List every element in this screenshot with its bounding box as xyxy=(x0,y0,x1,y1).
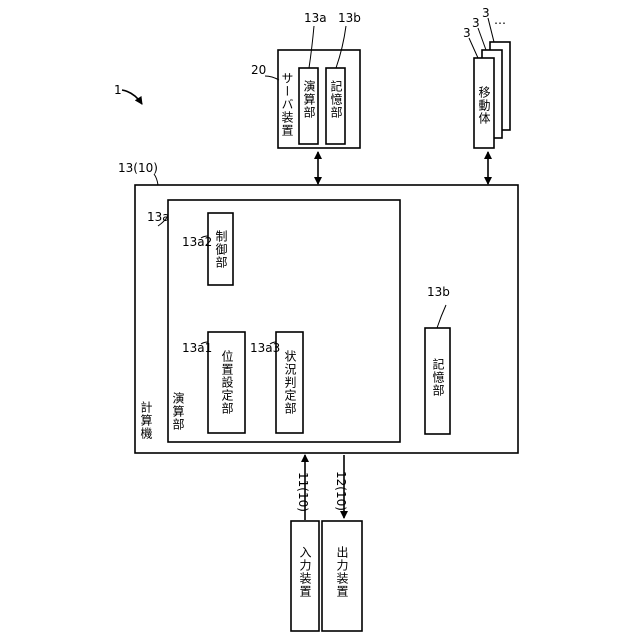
control-label: 制御部 xyxy=(214,230,228,269)
system-ref-label: 1 xyxy=(114,83,122,97)
control-ref: 13a2 xyxy=(182,235,212,249)
mobile-ref-3: 3 xyxy=(482,6,490,20)
output-device-label: 出力装置 xyxy=(335,546,349,598)
situation-judge-label: 状況判定部 xyxy=(283,350,297,415)
computer-ref-leader xyxy=(154,174,158,185)
mobile-leader-2 xyxy=(478,28,486,50)
mobile-label: 移動体 xyxy=(477,86,491,125)
input-device: 入力装置 11(10) xyxy=(291,472,319,631)
input-device-label: 入力装置 xyxy=(298,546,312,598)
input-device-ref: 11(10) xyxy=(296,472,310,512)
server-device: 20 サーバ装置 演算部 13a 記憶部 13b xyxy=(251,11,361,148)
server-ref: 20 xyxy=(251,63,266,77)
output-device: 出力装置 12(10) xyxy=(322,471,362,631)
server-storage-ref: 13b xyxy=(338,11,361,25)
system-ref-arrow xyxy=(122,90,142,104)
server-storage-label: 記憶部 xyxy=(329,79,343,119)
compute-unit-ref: 13a xyxy=(147,210,170,224)
storage-label: 記憶部 xyxy=(431,357,445,397)
storage-ref: 13b xyxy=(427,285,450,299)
position-setting-ref: 13a1 xyxy=(182,341,212,355)
server-compute-ref: 13a xyxy=(304,11,327,25)
mobile-bodies: 移動体 3 3 3 … xyxy=(463,6,510,148)
compute-unit-label: 演算部 xyxy=(171,391,185,431)
computer: 13(10) 計算機 13a 演算部 制御部 13a2 位置設定部 13a1 状… xyxy=(118,161,518,453)
computer-ref: 13(10) xyxy=(118,161,158,175)
mobile-ellipsis: … xyxy=(494,13,506,27)
server-compute-label: 演算部 xyxy=(302,79,316,119)
server-label: サーバ装置 xyxy=(280,72,294,137)
situation-judge-ref: 13a3 xyxy=(250,341,280,355)
output-device-ref: 12(10) xyxy=(334,471,348,511)
mobile-leader-1 xyxy=(469,38,478,58)
position-setting-label: 位置設定部 xyxy=(220,349,234,415)
computer-label: 計算機 xyxy=(139,400,153,440)
server-ref-leader xyxy=(265,76,279,80)
